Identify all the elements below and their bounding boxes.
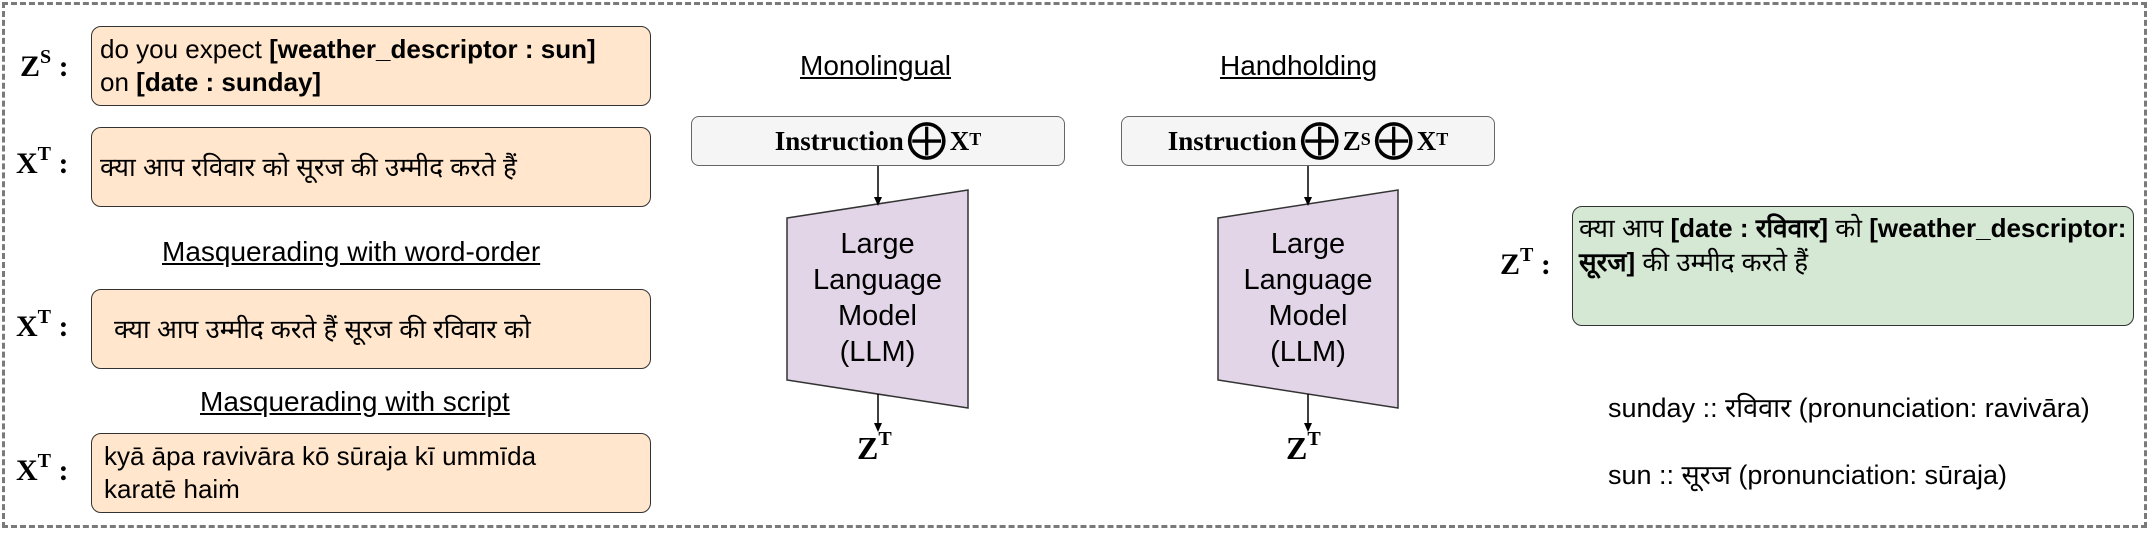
oplus-icon: ⨁ xyxy=(906,116,947,162)
monolingual-llm-trapezoid xyxy=(786,189,969,409)
source-line-1: do you expect [weather_descriptor : sun] xyxy=(100,34,596,64)
word-order-box: क्या आप उम्मीद करते हैं सूरज की रविवार क… xyxy=(91,289,651,369)
script-line-1: kyā āpa ravivāra kō sūraja kī ummīda xyxy=(104,441,537,471)
monolingual-heading: Monolingual xyxy=(800,50,951,81)
word-order-text: क्या आप उम्मीद करते हैं सूरज की रविवार क… xyxy=(114,313,531,344)
xt-label-translation: XT : xyxy=(16,143,69,180)
zs-label: ZS : xyxy=(20,46,69,83)
script-line-2: karatē haiṁ xyxy=(104,474,240,504)
translation-box: क्या आप रविवार को सूरज की उम्मीद करते है… xyxy=(91,127,651,207)
source-line-2: on [date : sunday] xyxy=(100,67,322,97)
oplus-icon: ⨁ xyxy=(1299,116,1340,162)
handholding-heading: Handholding xyxy=(1220,50,1378,81)
script-box: kyā āpa ravivāra kō sūraja kī ummīda kar… xyxy=(91,433,651,513)
xt-label-word-order: XT : xyxy=(16,306,69,343)
zt-output-label: ZT : xyxy=(1500,244,1551,281)
xt-label-script: XT : xyxy=(16,450,69,487)
mapping-sun: sun :: सूरज (pronunciation: sūraja) xyxy=(1608,460,2008,490)
script-heading: Masquerading with script xyxy=(200,386,510,417)
oplus-icon: ⨁ xyxy=(1373,116,1414,162)
mapping-sunday: sunday :: रविवार (pronunciation: ravivār… xyxy=(1608,393,2090,423)
monolingual-output-label: ZT xyxy=(857,428,892,466)
handholding-llm-trapezoid xyxy=(1217,189,1399,409)
translation-text: क्या आप रविवार को सूरज की उम्मीद करते है… xyxy=(100,151,517,182)
handholding-llm-label: Large Language Model (LLM) xyxy=(1243,228,1373,368)
monolingual-llm-label: Large Language Model (LLM) xyxy=(812,228,943,368)
word-order-heading: Masquerading with word-order xyxy=(162,236,541,267)
source-utterance-box: do you expect [weather_descriptor : sun]… xyxy=(91,26,651,106)
handholding-output-label: ZT xyxy=(1286,428,1321,466)
output-box: क्या आप [date : रविवार] को [weather_desc… xyxy=(1572,206,2134,326)
